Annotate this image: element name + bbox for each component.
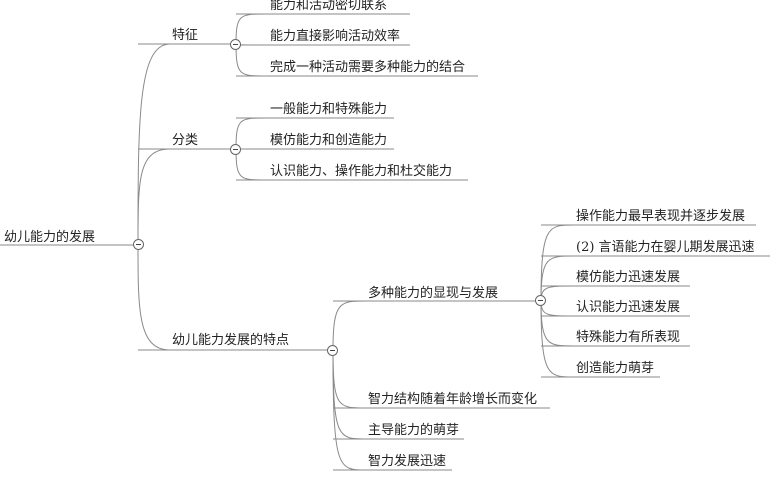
branch-features[interactable]: 特征 — [172, 28, 199, 43]
characteristic-leading-ability[interactable]: 主导能力的萌芽 — [368, 423, 460, 438]
root-node[interactable]: 幼儿能力的发展 — [4, 230, 96, 245]
ability-operation[interactable]: 操作能力最早表现并逐步发展 — [576, 209, 746, 224]
feature-item-2[interactable]: 能力直接影响活动效率 — [270, 29, 401, 44]
characteristics-collapse-toggle[interactable] — [327, 345, 338, 356]
features-collapse-toggle[interactable] — [230, 39, 241, 50]
categories-collapse-toggle[interactable] — [230, 144, 241, 155]
category-item-3[interactable]: 认识能力、操作能力和杜交能力 — [270, 164, 453, 179]
multi-abilities-collapse-toggle[interactable] — [535, 295, 546, 306]
branch-characteristics[interactable]: 幼儿能力发展的特点 — [172, 333, 290, 348]
characteristic-multi-abilities[interactable]: 多种能力的显现与发展 — [368, 286, 499, 301]
feature-item-1[interactable]: 能力和活动密切联系 — [270, 0, 388, 13]
branch-categories[interactable]: 分类 — [172, 133, 199, 148]
ability-creativity[interactable]: 创造能力萌芽 — [576, 361, 655, 376]
category-item-1[interactable]: 一般能力和特殊能力 — [270, 102, 388, 117]
feature-item-3[interactable]: 完成一种活动需要多种能力的结合 — [270, 60, 466, 75]
ability-language[interactable]: (2) 言语能力在婴儿期发展迅速 — [576, 240, 755, 255]
ability-special[interactable]: 特殊能力有所表现 — [576, 330, 681, 345]
ability-cognition[interactable]: 认识能力迅速发展 — [576, 300, 681, 315]
root-collapse-toggle[interactable] — [133, 239, 144, 250]
ability-imitation[interactable]: 模仿能力迅速发展 — [576, 270, 681, 285]
category-item-2[interactable]: 模仿能力和创造能力 — [270, 133, 388, 148]
characteristic-intelligence-structure[interactable]: 智力结构随着年龄增长而变化 — [368, 392, 538, 407]
characteristic-intelligence-rapid[interactable]: 智力发展迅速 — [368, 454, 447, 469]
